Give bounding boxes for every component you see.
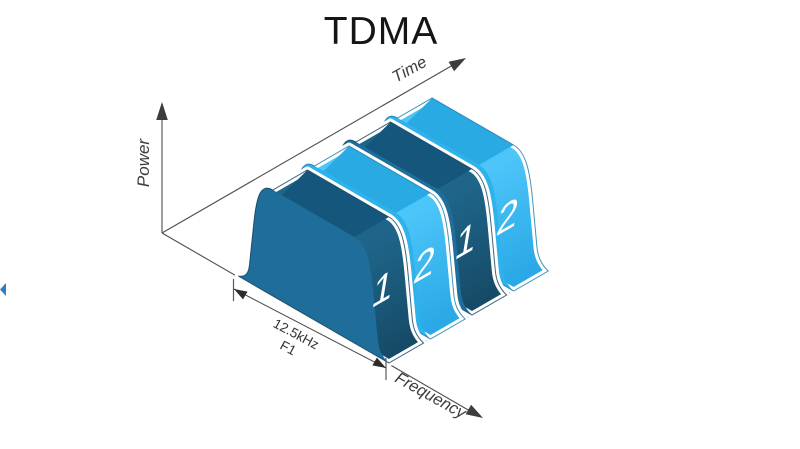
- slab-slot-3: 1: [321, 122, 506, 315]
- time-axis-arrow-icon: [448, 58, 466, 72]
- slab-slot-4: 2: [363, 98, 548, 291]
- dimension-arrow-left-icon: [234, 289, 248, 300]
- diagram-title: TDMA: [324, 10, 439, 53]
- dimension-arrow-right-icon: [372, 357, 386, 368]
- dimension-line: [233, 288, 387, 369]
- time-axis-line: [161, 64, 454, 234]
- power-axis-arrow-icon: [156, 102, 168, 120]
- power-axis-label: Power: [134, 138, 153, 188]
- slab-slot-2: 2: [280, 146, 465, 339]
- carrier-label: F1: [278, 338, 299, 359]
- frequency-axis-label: Frequency: [392, 369, 470, 423]
- prev-slide-arrow-icon[interactable]: [0, 283, 6, 296]
- slab-slot-1: 1: [238, 170, 423, 363]
- frequency-axis-arrow-icon: [465, 404, 483, 418]
